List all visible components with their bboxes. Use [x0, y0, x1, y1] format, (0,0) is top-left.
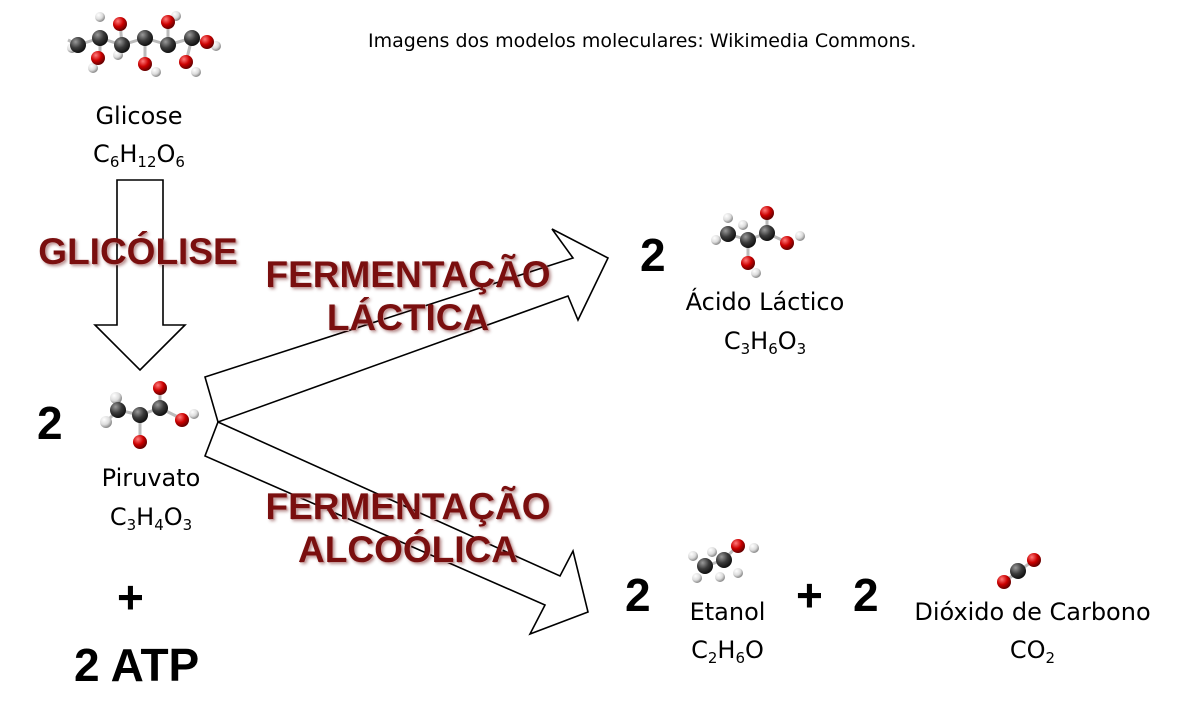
ethanol-molecule-icon [688, 539, 759, 583]
formula-subscript: 6 [109, 153, 120, 171]
formula-element: H [717, 636, 736, 664]
formula-element: C [723, 327, 741, 355]
plus-sign: + [117, 571, 144, 623]
lactic-label-line1: FERMENTAÇÃO [265, 254, 551, 295]
alcoholic-label-line1: FERMENTAÇÃO [265, 486, 551, 527]
alcoholic-label-line2: ALCOÓLICA [298, 528, 518, 570]
ethanol-count: 2 [625, 569, 651, 621]
formula-subscript: 2 [1045, 649, 1056, 667]
formula-element: C [93, 140, 110, 168]
alcoholic-fermentation-arrow [203, 420, 589, 636]
formula-element: O [156, 140, 176, 168]
formula-element: H [750, 327, 769, 355]
formula-subscript: 12 [137, 153, 157, 171]
formula-subscript: 3 [740, 340, 751, 358]
formula-element: H [136, 503, 155, 531]
lactic-fermentation-arrow [204, 228, 610, 424]
pyruvate-formula: C3H4O3 [86, 503, 216, 534]
glucose-molecule-icon [67, 11, 221, 77]
formula-subscript: 3 [126, 516, 137, 534]
lactic-acid-count: 2 [640, 229, 666, 281]
ethanol-name: Etanol [689, 598, 766, 626]
lactic-acid-molecule-icon [711, 206, 805, 278]
atp-yield: 2 ATP [74, 639, 200, 691]
formula-element: CO [1009, 636, 1046, 664]
formula-subscript: 6 [175, 153, 185, 171]
formula-element: C [109, 503, 127, 531]
glycolysis-arrow [93, 179, 187, 372]
formula-element: O [745, 636, 764, 664]
co2-name: Dióxido de Carbono [914, 598, 1151, 626]
alcoholic-fermentation-label: FERMENTAÇÃO ALCOÓLICA [258, 486, 558, 571]
formula-element: O [777, 327, 797, 355]
formula-element: O [163, 503, 183, 531]
products-plus-sign: + [796, 569, 823, 621]
formula-subscript: 6 [768, 340, 778, 358]
ethanol-formula: C2H6O [670, 636, 785, 667]
co2-formula: CO2 [895, 636, 1170, 667]
formula-subscript: 4 [154, 516, 164, 534]
formula-element: H [119, 140, 138, 168]
lactic-label-line2: LÁCTICA [326, 296, 490, 338]
pyruvate-molecule-icon [100, 381, 199, 449]
co2-count: 2 [853, 569, 879, 621]
pyruvate-count: 2 [37, 397, 63, 449]
formula-subscript: 6 [735, 649, 745, 667]
lactic-acid-formula: C3H6O3 [665, 327, 865, 358]
formula-subscript: 3 [796, 340, 807, 358]
formula-subscript: 3 [182, 516, 193, 534]
lactic-acid-name: Ácido Láctico [685, 288, 845, 316]
co2-molecule-icon [997, 553, 1041, 589]
lactic-fermentation-label: FERMENTAÇÃO LÁCTICA [258, 254, 558, 339]
image-credit: Imagens dos modelos moleculares: Wikimed… [368, 30, 917, 52]
formula-element: C [691, 636, 708, 664]
glucose-formula: C6H12O6 [79, 140, 199, 171]
pyruvate-name: Piruvato [101, 464, 201, 492]
formula-subscript: 2 [707, 649, 718, 667]
glucose-name: Glicose [95, 102, 183, 130]
glycolysis-label: GLICÓLISE [38, 231, 238, 272]
